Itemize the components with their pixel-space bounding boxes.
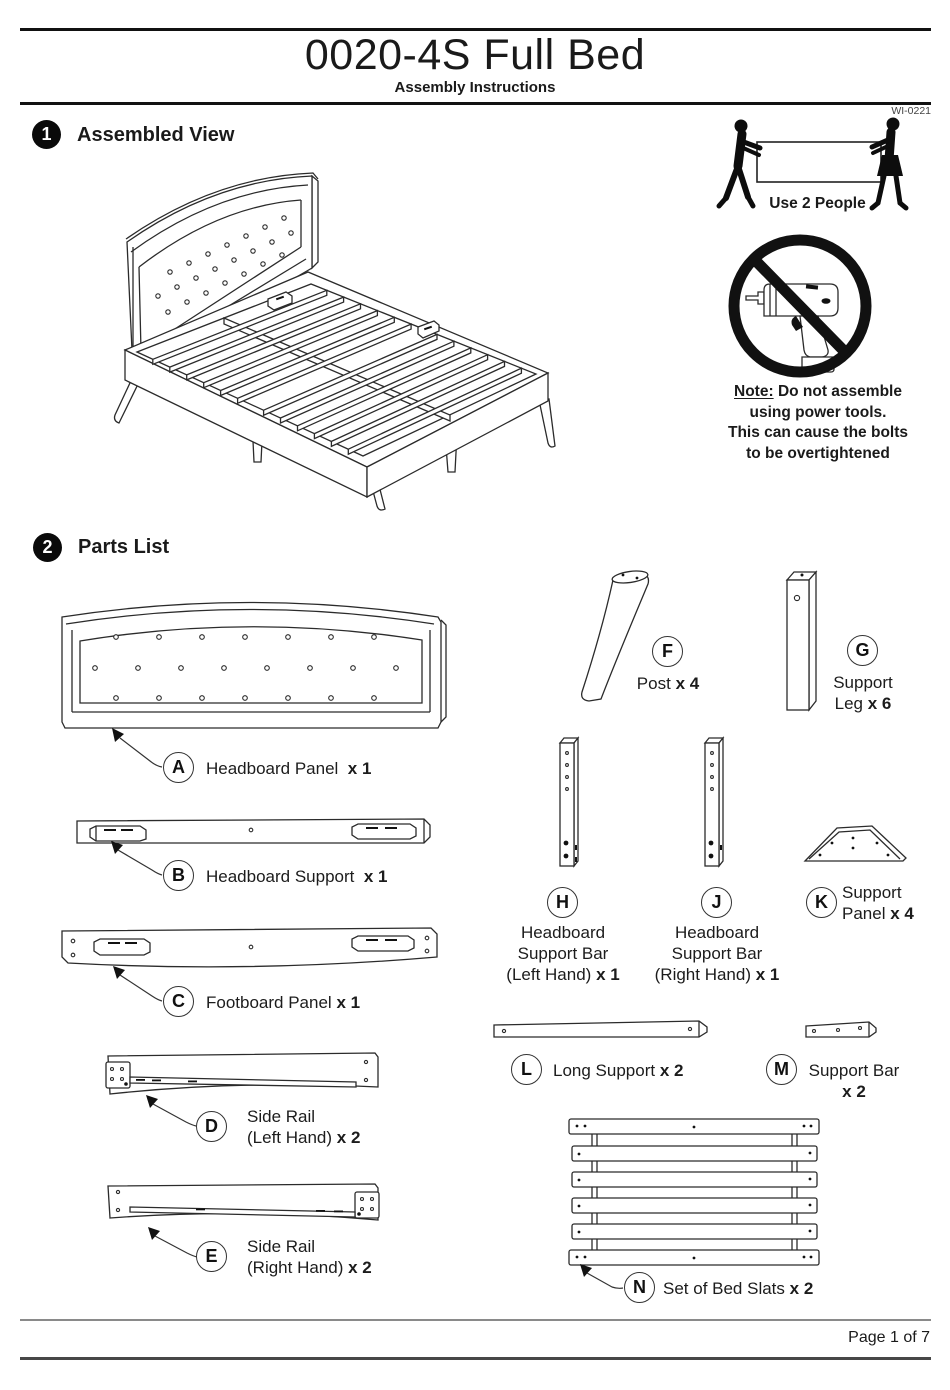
assembled-bed-illustration — [113, 172, 556, 511]
part-D-drawing — [105, 1052, 379, 1127]
part-label-B: Headboard Support x 1 — [206, 867, 388, 886]
part-A-buttons — [92, 634, 399, 701]
part-badge-F: F — [652, 636, 683, 667]
bed-frame — [123, 271, 550, 499]
parts-diagrams — [61, 570, 907, 1289]
part-E-drawing — [107, 1183, 380, 1258]
part-F-drawing — [581, 570, 650, 702]
part-label-L: Long Support x 2 — [553, 1061, 684, 1080]
use-two-people-icon — [716, 117, 909, 211]
part-badge-L: L — [511, 1054, 542, 1085]
section-1-number-badge: 1 — [32, 120, 61, 149]
part-badge-N: N — [624, 1272, 655, 1303]
section-1-title: Assembled View — [77, 124, 235, 146]
page-subtitle: Assembly Instructions — [394, 79, 556, 96]
part-badge-A: A — [163, 752, 194, 783]
part-badge-G: G — [847, 635, 878, 666]
person-left-silhouette — [716, 119, 763, 209]
part-J-drawing — [703, 736, 725, 868]
part-badge-K: K — [806, 887, 837, 918]
part-L-drawing — [493, 1020, 708, 1038]
part-badge-D: D — [196, 1111, 227, 1142]
part-N-drawing — [568, 1118, 820, 1289]
part-label-N: Set of Bed Slats x 2 — [663, 1279, 814, 1298]
part-label-D: Side Rail(Left Hand) x 2 — [247, 1107, 361, 1147]
document-code: WI-0221 — [891, 105, 931, 117]
part-H-drawing — [558, 736, 580, 868]
person-right-silhouette — [869, 117, 909, 211]
section-2-title: Parts List — [78, 536, 170, 558]
section-2-number-badge: 2 — [33, 533, 62, 562]
note-label: Note: — [734, 383, 774, 400]
power-tools-note: Note: Do not assemble using power tools.… — [727, 383, 909, 462]
part-K-drawing — [803, 825, 907, 862]
header-top-rule — [20, 28, 931, 31]
part-label-F: Post x 4 — [636, 674, 700, 693]
header-bottom-rule — [20, 102, 931, 105]
part-badge-E: E — [196, 1241, 227, 1272]
part-M-drawing — [805, 1021, 877, 1038]
part-badge-C: C — [163, 986, 194, 1017]
footer-bottom-rule — [20, 1357, 931, 1360]
part-badge-H: H — [547, 887, 578, 918]
no-power-tools-icon — [728, 234, 872, 378]
part-C-drawing — [61, 927, 438, 1002]
use-two-people-label: Use 2 People — [769, 195, 866, 212]
part-badge-M: M — [766, 1054, 797, 1085]
part-A-drawing — [61, 601, 447, 768]
part-badge-B: B — [163, 860, 194, 891]
part-B-drawing — [76, 818, 431, 876]
part-label-C: Footboard Panel x 1 — [206, 993, 361, 1012]
page-number: Page 1 of 7 — [848, 1329, 930, 1346]
footer-top-rule — [20, 1319, 931, 1321]
part-G-drawing — [785, 570, 818, 712]
headboard-buttons — [155, 215, 294, 315]
part-badge-J: J — [701, 887, 732, 918]
page-title: 0020-4S Full Bed — [304, 31, 646, 79]
part-label-E: Side Rail(Right Hand) x 2 — [247, 1237, 372, 1277]
bed-slats-assembled — [152, 289, 523, 456]
part-label-A: Headboard Panel x 1 — [206, 759, 372, 778]
